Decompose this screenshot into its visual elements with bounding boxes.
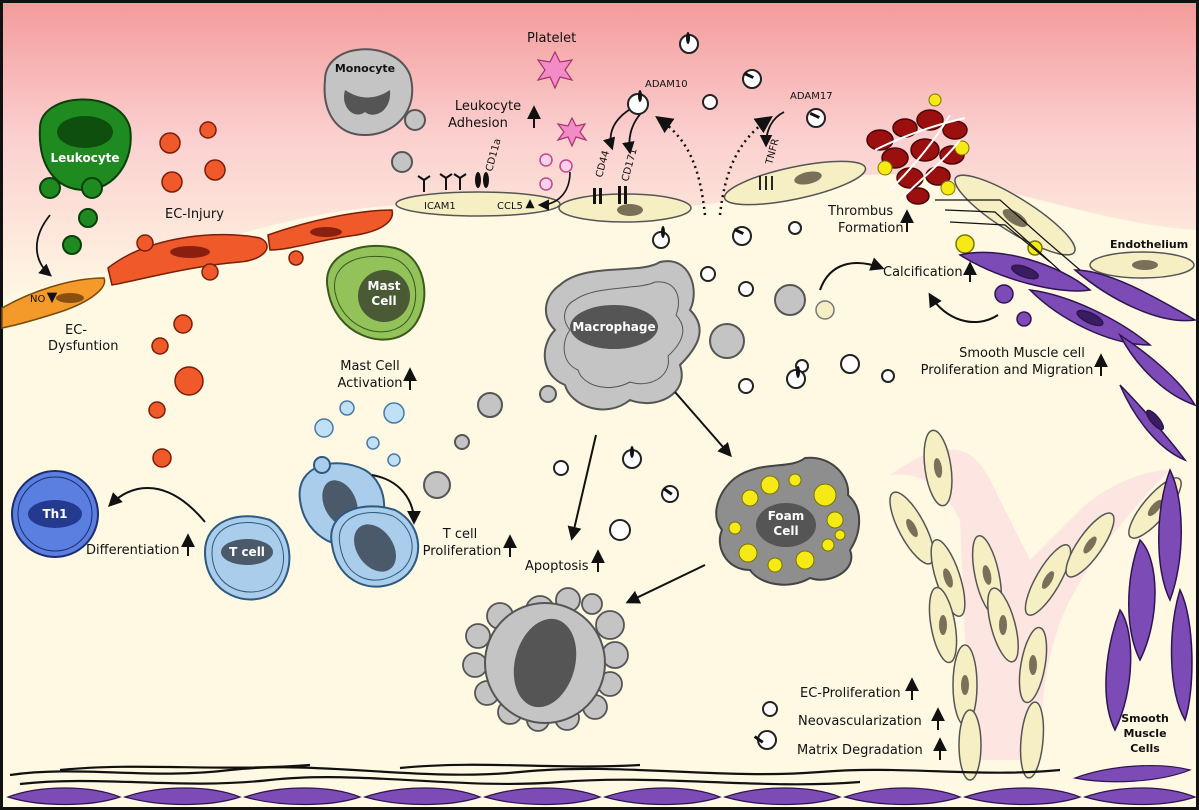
macrophage-particles xyxy=(423,284,806,499)
lipid-particles xyxy=(815,300,835,320)
monocyte-cell xyxy=(323,48,426,173)
platelet-label: Platelet xyxy=(527,31,576,46)
smc-label-3: Cells xyxy=(1130,742,1160,755)
t-cell-label: T cell xyxy=(229,545,265,559)
mast-granules xyxy=(314,400,405,467)
ec-proliferation-label: EC-Proliferation xyxy=(800,686,901,701)
mast-activation-label-2: Activation xyxy=(337,376,402,391)
adam17-label: ADAM17 xyxy=(790,91,833,102)
apoptotic-cell xyxy=(462,587,629,732)
ec-dysfunction-label-2: Dysfuntion xyxy=(48,339,118,354)
leukocyte-label: Leukocyte xyxy=(50,151,119,165)
adam10-label: ADAM10 xyxy=(645,79,688,90)
platelet-icon xyxy=(536,50,574,90)
thrombus xyxy=(866,93,970,205)
media-layer xyxy=(6,763,1197,806)
smc-label-1: Smooth xyxy=(1121,712,1169,725)
endothelium-layer xyxy=(395,160,1195,279)
cd44-receptors xyxy=(593,186,627,204)
proliferating-t-cells xyxy=(298,456,420,588)
smooth-muscle-cells xyxy=(1105,468,1193,732)
apoptosis-label: Apoptosis xyxy=(525,559,589,574)
smc-proliferation-label-1: Smooth Muscle cell xyxy=(959,346,1085,361)
ec-injury-label: EC-Injury xyxy=(165,207,224,222)
macrophage xyxy=(543,260,701,411)
mast-cell xyxy=(325,244,426,341)
mast-cell-label-2: Cell xyxy=(371,294,396,308)
lumen xyxy=(0,0,1199,300)
thrombus-label-1: Thrombus xyxy=(827,204,893,219)
leukocyte-cell xyxy=(38,98,132,255)
t-cell xyxy=(203,515,291,601)
foam-cell xyxy=(715,456,861,586)
th1-label: Th1 xyxy=(42,507,67,521)
ec-injury-particles xyxy=(148,121,226,468)
leukocyte-adhesion-label-2: Adhesion xyxy=(448,116,508,131)
collagen-fibers xyxy=(935,199,1081,281)
monocyte-label: Monocyte xyxy=(335,62,395,75)
icam1-receptors xyxy=(417,173,467,192)
macrophage-label: Macrophage xyxy=(572,320,655,334)
cd11a-receptors xyxy=(475,172,489,188)
differentiation-label: Differentiation xyxy=(86,543,179,558)
migrating-smooth-muscle xyxy=(958,251,1198,462)
matrix-degradation-label: Matrix Degradation xyxy=(797,743,923,758)
smc-label-2: Muscle xyxy=(1123,727,1166,740)
neovascularization-label: Neovascularization xyxy=(798,714,922,729)
no-label: NO xyxy=(30,294,45,305)
vesicle-markers xyxy=(630,32,820,744)
calcification-label: Calcification xyxy=(883,265,963,280)
tnfr-receptors xyxy=(759,176,773,190)
ccl5-label: CCL5 xyxy=(497,201,523,212)
leukocyte-adhesion-label-1: Leukocyte xyxy=(455,99,521,114)
thrombus-label-2: Formation xyxy=(838,221,904,236)
ccl5-vesicles xyxy=(539,153,573,191)
t-proliferation-label-1: T cell xyxy=(442,527,477,542)
th1-cell xyxy=(11,470,99,558)
t-proliferation-label-2: Proliferation xyxy=(423,544,502,559)
ec-dysfunction-label-1: EC- xyxy=(65,323,87,338)
foam-cell-label-1: Foam xyxy=(768,509,805,523)
mast-cell-label-1: Mast xyxy=(368,279,401,293)
smc-proliferation-label-2: Proliferation and Migration xyxy=(921,363,1094,378)
icam1-label: ICAM1 xyxy=(424,201,456,212)
mast-activation-label-1: Mast Cell xyxy=(340,359,399,374)
injured-endothelium xyxy=(107,209,394,286)
neovessel xyxy=(889,429,1182,781)
endothelium-label: Endothelium xyxy=(1110,238,1188,251)
platelet-icon-2 xyxy=(556,116,588,148)
foam-cell-label-2: Cell xyxy=(773,524,798,538)
